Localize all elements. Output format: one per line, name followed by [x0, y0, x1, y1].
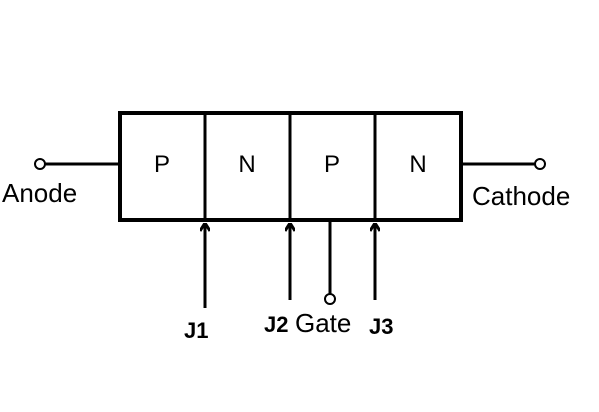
gate-label: Gate: [295, 308, 351, 338]
junction-label-j2: J2: [264, 312, 288, 337]
cathode-terminal: [534, 158, 546, 170]
anode-terminal: [34, 158, 46, 170]
layer-label-3: P: [324, 151, 340, 178]
layer-label-2: N: [238, 151, 255, 178]
layer-label-1: P: [154, 151, 170, 178]
layer-label-4: N: [409, 151, 426, 178]
junction-label-j3: J3: [369, 314, 393, 339]
gate-terminal: [324, 293, 336, 305]
anode-label: Anode: [2, 178, 77, 208]
junction-label-j1: J1: [184, 318, 208, 343]
cathode-label: Cathode: [472, 181, 570, 211]
